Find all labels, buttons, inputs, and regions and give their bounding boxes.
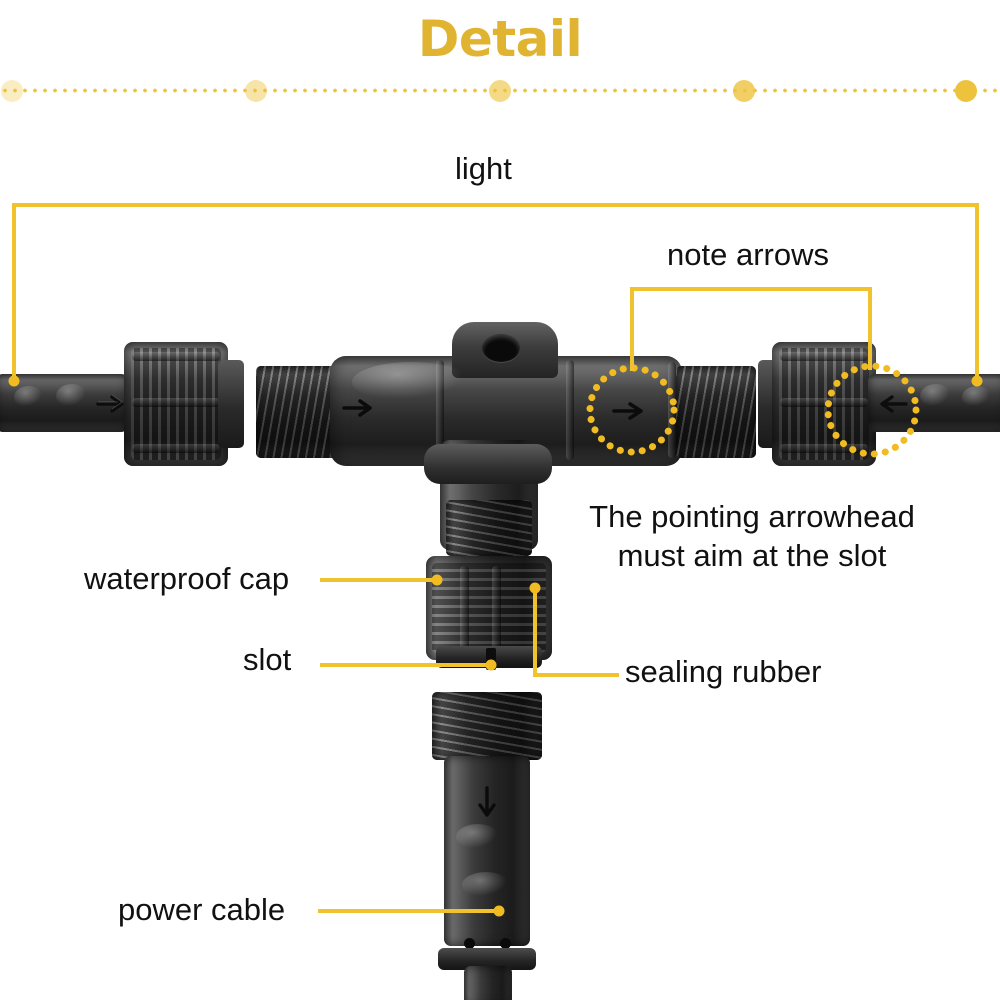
divider-node — [245, 80, 267, 102]
callout-label-light: light — [455, 151, 512, 186]
nut-rib — [132, 444, 220, 453]
power-cable-dot — [493, 905, 505, 917]
nut-rib — [132, 352, 220, 361]
cable-texture — [14, 386, 44, 408]
t-stem-shoulder — [424, 444, 552, 484]
t-right-arrow-icon — [612, 402, 643, 420]
sealing-rubber-leader-horizontal — [533, 673, 619, 677]
plug-vent-hole — [464, 938, 475, 949]
divider-node — [1, 80, 23, 102]
note-arrow-circle-left — [586, 364, 678, 456]
left-cable-arrow-icon — [96, 394, 124, 413]
waterproof-cap-leader — [320, 578, 436, 582]
instruction-line-2: must aim at the slot — [617, 537, 887, 573]
instruction-line-1: The pointing arrowhead — [589, 499, 915, 534]
sealing-rubber-leader-vertical — [533, 588, 537, 677]
slot-dot — [485, 659, 497, 671]
page-title: Detail — [417, 10, 583, 68]
nut-rib — [132, 398, 220, 407]
plug-texture — [456, 824, 500, 850]
power-cable-arrow-icon — [478, 786, 496, 817]
power-cable-leader — [318, 909, 496, 913]
note-arrows-right-leg — [868, 287, 872, 370]
dotted-divider — [0, 80, 1000, 102]
cap-rib — [492, 566, 501, 650]
divider-node — [489, 80, 511, 102]
light-bracket-top — [12, 203, 979, 207]
sealing-rubber-dot — [529, 582, 541, 594]
right-cable-arrow-icon — [880, 395, 908, 413]
cable-texture — [56, 384, 88, 408]
t-left-thread — [256, 366, 336, 458]
callout-label-sealing-rubber: sealing rubber — [625, 654, 822, 689]
plug-vent-hole — [500, 938, 511, 949]
light-bracket-right-leg — [975, 203, 979, 379]
t-body-rib — [436, 360, 444, 460]
waterproof-cap — [426, 556, 552, 660]
note-arrow-circle-right — [824, 362, 920, 458]
cable-texture — [920, 384, 952, 408]
power-plug-thread — [432, 692, 542, 760]
light-bracket-right-dot — [971, 375, 983, 387]
callout-label-waterproof-cap: waterproof cap — [84, 561, 290, 596]
mounting-hole — [482, 334, 520, 362]
note-arrows-bracket-top — [630, 287, 872, 291]
light-bracket-left-dot — [8, 375, 20, 387]
t-left-arrow-icon — [342, 399, 372, 417]
nut-rib — [780, 352, 868, 361]
cable-texture — [962, 386, 992, 408]
waterproof-cap-dot — [431, 574, 443, 586]
callout-label-note-arrows: note arrows — [667, 237, 829, 272]
divider-node — [733, 80, 755, 102]
callout-label-power-cable: power cable — [118, 892, 286, 927]
nut-rib — [780, 444, 868, 453]
nut-rib — [780, 398, 868, 407]
cap-slot — [486, 648, 496, 670]
cap-rib — [460, 566, 469, 650]
t-body-rib — [566, 360, 574, 460]
t-stem-thread — [446, 500, 532, 556]
divider-node — [955, 80, 977, 102]
slot-leader — [320, 663, 488, 667]
plug-collar — [438, 948, 536, 970]
t-right-thread — [676, 366, 756, 458]
power-cable — [464, 966, 512, 1000]
light-bracket-left-leg — [12, 203, 16, 379]
callout-label-slot: slot — [243, 642, 292, 677]
t-body-highlight — [352, 362, 472, 402]
instruction-text: The pointing arrowhead must aim at the s… — [566, 498, 938, 576]
left-cap-collar — [218, 360, 244, 448]
note-arrows-left-leg — [630, 287, 634, 371]
plug-texture — [462, 872, 510, 898]
